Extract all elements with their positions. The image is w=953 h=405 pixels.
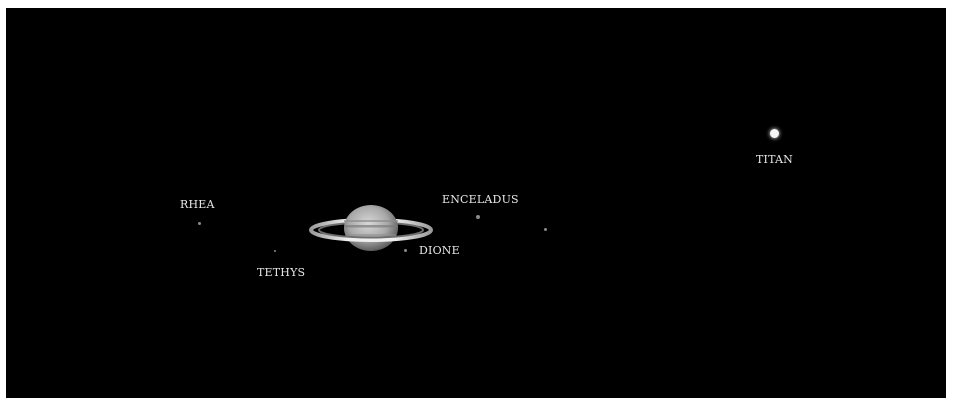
saturn-planet <box>306 198 436 258</box>
titan-moon <box>770 129 779 138</box>
titan-label: TITAN <box>756 153 793 166</box>
night-sky: RHEA TETHYS ENCELADUS DIONE TITAN <box>6 8 946 398</box>
enceladus-label: ENCELADUS <box>442 193 519 206</box>
saturn-globe <box>344 205 398 251</box>
enceladus-moon <box>476 215 480 219</box>
rhea-moon <box>198 222 201 225</box>
dione-moon <box>404 249 407 252</box>
tethys-label: TETHYS <box>257 266 305 279</box>
rhea-label: RHEA <box>180 198 215 211</box>
tethys-moon <box>274 250 276 252</box>
unlabeled-moon <box>544 228 547 231</box>
dione-label: DIONE <box>419 244 460 257</box>
